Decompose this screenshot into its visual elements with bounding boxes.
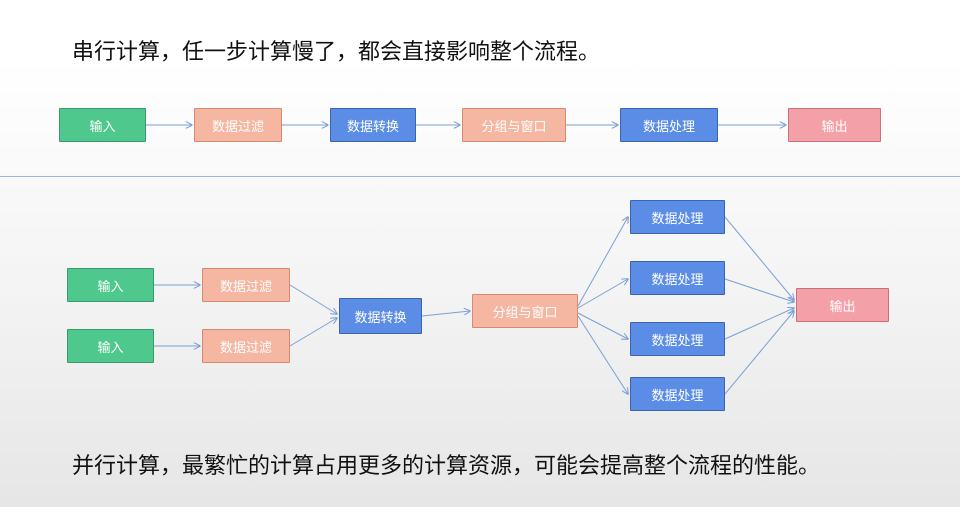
parallel-group-window-node: 分组与窗口 (472, 294, 578, 328)
parallel-output-node: 输出 (796, 288, 889, 322)
edge-par-process2-output (724, 278, 794, 302)
parallel-filter-node-2: 数据过滤 (202, 329, 290, 363)
serial-output-node: 输出 (788, 108, 881, 142)
parallel-input-node-1: 输入 (67, 268, 154, 302)
parallel-process-node-3: 数据处理 (630, 322, 725, 356)
edge-par-process4-output (724, 311, 794, 395)
serial-filter-node: 数据过滤 (194, 108, 282, 142)
section-divider (0, 176, 960, 177)
parallel-process-node-2: 数据处理 (630, 261, 725, 295)
serial-transform-node: 数据转换 (330, 108, 416, 142)
serial-process-node: 数据处理 (620, 108, 718, 142)
edge-par-filter1-transform (289, 284, 337, 314)
edge-par-group-process1 (577, 217, 628, 307)
parallel-caption: 并行计算，最繁忙的计算占用更多的计算资源，可能会提高整个流程的性能。 (72, 454, 821, 479)
parallel-input-node-2: 输入 (67, 329, 154, 363)
edge-par-group-process4 (577, 315, 628, 394)
edge-par-transform-group (421, 311, 470, 317)
parallel-filter-node-1: 数据过滤 (202, 268, 290, 302)
serial-caption: 串行计算，任一步计算慢了，都会直接影响整个流程。 (72, 40, 601, 65)
serial-input-node: 输入 (59, 108, 146, 142)
edge-par-filter2-transform (289, 318, 337, 347)
edge-par-process1-output (724, 216, 794, 300)
edge-par-group-process3 (577, 312, 628, 339)
parallel-process-node-1: 数据处理 (630, 200, 725, 234)
parallel-process-node-4: 数据处理 (630, 377, 725, 411)
serial-group-window-node: 分组与窗口 (462, 108, 566, 142)
edge-par-process3-output (724, 308, 794, 340)
edge-par-group-process2 (577, 279, 628, 309)
parallel-transform-node: 数据转换 (339, 298, 422, 334)
